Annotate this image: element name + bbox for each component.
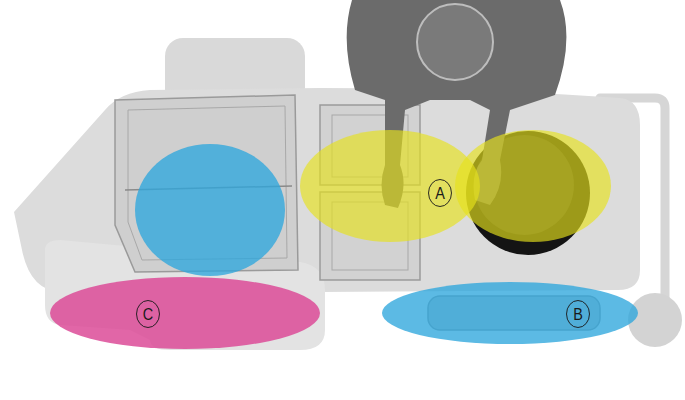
zone-b [382, 282, 638, 344]
operator-head [417, 4, 493, 80]
primary-zone [300, 130, 480, 242]
callout-letter: C [136, 300, 160, 328]
primary-zone [455, 130, 611, 242]
callout-letter: A [428, 179, 452, 207]
zone-c [50, 277, 320, 349]
reach-zone [135, 144, 285, 276]
handle-knob [628, 293, 682, 347]
callout-letter: B [566, 300, 590, 328]
